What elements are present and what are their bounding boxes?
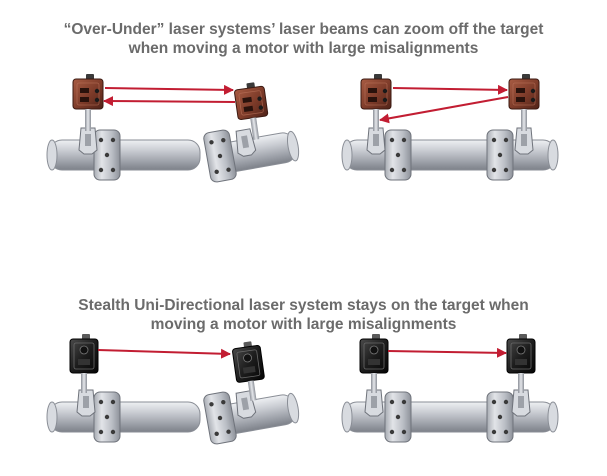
right-coupling [203, 391, 237, 445]
right-bracket [515, 128, 533, 154]
panel-over-under-aligned [342, 74, 558, 180]
right-coupling [203, 129, 237, 183]
left-laser-unit [73, 74, 103, 131]
laser-beam [388, 351, 506, 353]
right-laser-unit [507, 334, 535, 393]
right-laser-unit [509, 74, 539, 131]
left-bracket [77, 390, 95, 416]
left-bracket [367, 128, 385, 154]
panel-over-under-misaligned [47, 74, 301, 183]
right-bracket [512, 390, 530, 416]
left-shaft [47, 402, 200, 432]
laser-beam-return [380, 97, 508, 120]
left-coupling [385, 392, 411, 442]
laser-beam-forward [105, 88, 233, 90]
left-laser-unit [360, 334, 388, 393]
left-bracket [79, 128, 97, 154]
laser-beam [98, 350, 230, 354]
left-shaft [47, 140, 200, 170]
panel-stealth-aligned [342, 334, 558, 442]
laser-beam-return [104, 101, 235, 102]
laser-beam-forward [393, 88, 507, 90]
panel-stealth-misaligned [47, 334, 301, 445]
left-bracket [365, 390, 383, 416]
left-coupling [385, 130, 411, 180]
left-coupling [94, 392, 120, 442]
right-coupling [487, 392, 513, 442]
left-coupling [94, 130, 120, 180]
left-laser-unit [70, 334, 98, 393]
right-coupling [487, 130, 513, 180]
left-laser-unit [361, 74, 391, 131]
